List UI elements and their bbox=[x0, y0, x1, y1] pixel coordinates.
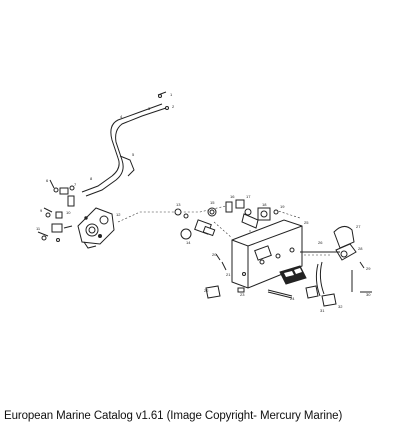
svg-text:10: 10 bbox=[66, 210, 71, 215]
svg-text:6: 6 bbox=[46, 178, 49, 183]
svg-text:3: 3 bbox=[148, 106, 151, 111]
control-housing bbox=[77, 207, 115, 249]
control-cables bbox=[81, 91, 169, 197]
svg-text:28: 28 bbox=[358, 246, 363, 251]
svg-text:31: 31 bbox=[320, 308, 325, 313]
svg-text:17: 17 bbox=[246, 194, 251, 199]
svg-text:25: 25 bbox=[304, 220, 309, 225]
middle-hardware bbox=[174, 199, 279, 271]
svg-text:24: 24 bbox=[290, 296, 295, 301]
svg-text:16: 16 bbox=[230, 194, 235, 199]
svg-text:11: 11 bbox=[36, 226, 41, 231]
svg-text:5: 5 bbox=[132, 152, 135, 157]
svg-text:32: 32 bbox=[338, 304, 343, 309]
faceplate bbox=[279, 265, 307, 285]
svg-text:30: 30 bbox=[366, 292, 371, 297]
svg-text:23: 23 bbox=[240, 292, 245, 297]
svg-text:20: 20 bbox=[212, 252, 217, 257]
svg-text:21: 21 bbox=[226, 272, 231, 277]
svg-text:27: 27 bbox=[356, 224, 361, 229]
svg-text:18: 18 bbox=[262, 202, 267, 207]
svg-text:9: 9 bbox=[40, 208, 43, 213]
svg-text:8: 8 bbox=[90, 176, 93, 181]
svg-text:29: 29 bbox=[366, 266, 371, 271]
svg-text:26: 26 bbox=[318, 240, 323, 245]
svg-text:4: 4 bbox=[120, 114, 123, 119]
part-numbers: 1 2 3 4 5 6 7 8 9 10 11 12 13 14 15 16 1… bbox=[36, 92, 371, 313]
lower-parts bbox=[205, 285, 293, 299]
svg-text:22: 22 bbox=[204, 288, 209, 293]
svg-text:7: 7 bbox=[74, 182, 77, 187]
svg-text:1: 1 bbox=[170, 92, 173, 97]
right-hardware bbox=[300, 226, 372, 307]
svg-text:19: 19 bbox=[280, 204, 285, 209]
svg-text:14: 14 bbox=[186, 240, 191, 245]
svg-text:13: 13 bbox=[176, 202, 181, 207]
svg-text:12: 12 bbox=[116, 212, 121, 217]
svg-text:2: 2 bbox=[172, 104, 175, 109]
svg-text:15: 15 bbox=[210, 200, 215, 205]
image-caption: European Marine Catalog v1.61 (Image Cop… bbox=[4, 410, 343, 422]
exploded-parts-diagram: 1 2 3 4 5 6 7 8 9 10 11 12 13 14 15 16 1… bbox=[36, 91, 372, 313]
left-hardware bbox=[37, 179, 75, 242]
